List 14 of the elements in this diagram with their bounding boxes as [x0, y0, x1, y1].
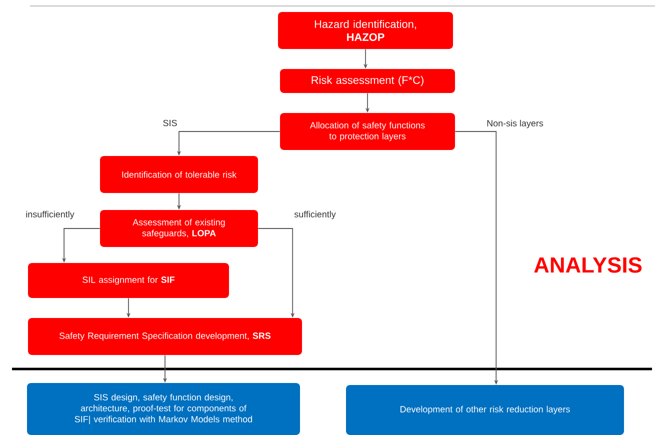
edge-label: SIS	[163, 120, 177, 126]
edge-label: Non-sis layers	[487, 120, 544, 128]
process-box: Allocation of safety functions to protection layers	[280, 113, 455, 150]
process-box: Risk assessment (F*C)	[280, 69, 455, 93]
process-box: SIS design, safety function design, architecture, proof-test for components of SIF| verification with Markov Models method	[27, 383, 300, 435]
process-box: Safety Requirement Specification development, SRS	[28, 318, 302, 355]
edge-label: sufficiently	[294, 210, 336, 220]
section-heading: ANALYSIS	[534, 257, 642, 273]
process-box: Hazard identification, HAZOP	[278, 12, 453, 49]
process-box: Assessment of existing safeguards, LOPA	[100, 210, 258, 247]
edge-label: insufficiently	[26, 210, 74, 220]
process-box: SIL assignment for SIF	[28, 263, 229, 298]
process-box: Development of other risk reduction layers	[346, 385, 624, 435]
process-box: Identification of tolerable risk	[100, 156, 258, 193]
